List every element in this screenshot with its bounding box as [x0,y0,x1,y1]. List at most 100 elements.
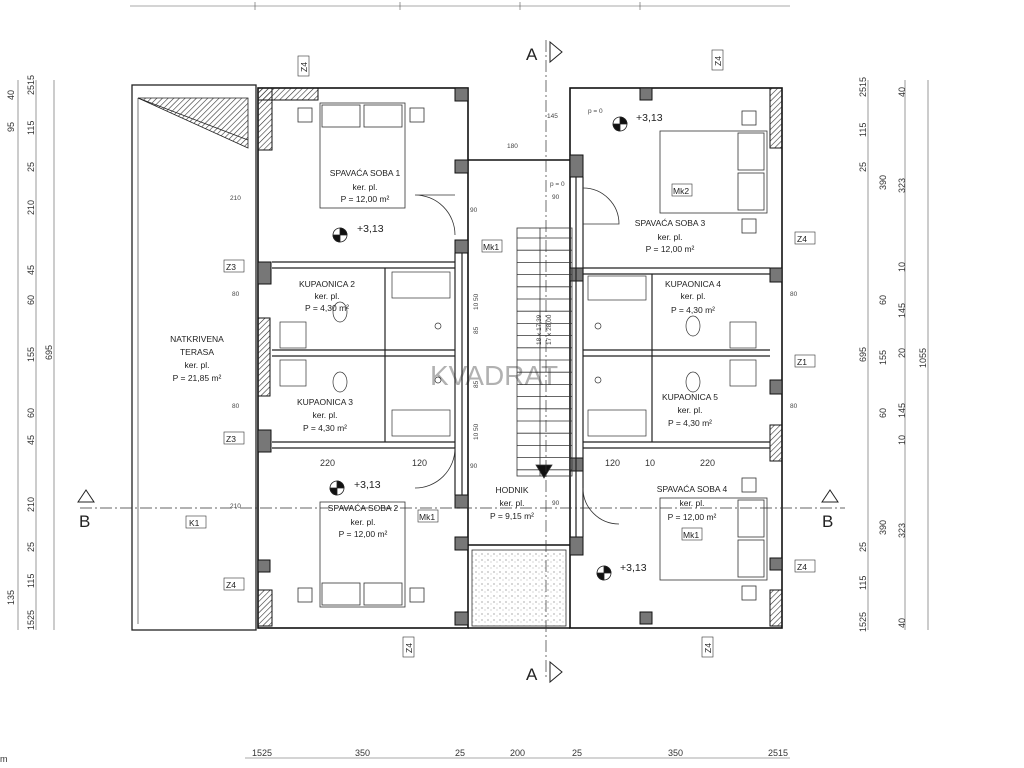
svg-text:Z4: Z4 [797,234,807,244]
svg-text:85: 85 [473,326,480,334]
svg-text:+3,13: +3,13 [636,112,663,124]
svg-text:210: 210 [230,195,241,202]
svg-text:Mk2: Mk2 [673,186,689,196]
svg-text:ker. pl.: ker. pl. [679,498,704,508]
svg-text:95: 95 [6,122,16,132]
svg-text:Z4: Z4 [299,62,309,72]
svg-text:ker. pl.: ker. pl. [657,232,682,242]
svg-text:210: 210 [26,200,36,215]
svg-text:10 50: 10 50 [473,293,480,310]
svg-text:80: 80 [790,403,798,410]
svg-text:210: 210 [26,497,36,512]
level-markers [329,116,628,581]
svg-text:ker. pl.: ker. pl. [184,360,209,370]
svg-text:10: 10 [645,458,655,468]
svg-text:1525: 1525 [858,612,868,632]
svg-text:85: 85 [473,380,480,388]
svg-text:TERASA: TERASA [180,347,214,357]
stair-spec-2: 17 x 28,00 [546,314,553,345]
svg-text:695: 695 [858,347,868,362]
svg-text:25: 25 [858,162,868,172]
svg-text:ker. pl.: ker. pl. [499,498,524,508]
columns [257,87,783,626]
section-arrow-b-left [77,489,95,503]
svg-text:1055: 1055 [918,348,928,368]
svg-text:90: 90 [552,194,560,201]
svg-text:1525: 1525 [26,610,36,630]
svg-text:p = 0: p = 0 [588,108,603,115]
room-name: SPAVAĆA SOBA 2 [328,503,399,513]
room-name: NATKRIVENA [170,334,224,344]
svg-text:25: 25 [26,162,36,172]
svg-text:210: 210 [230,503,241,510]
svg-text:200: 200 [510,748,525,758]
section-label-b-right: B [822,512,833,531]
balcony-floor [471,549,567,627]
bottom-dimensions: 1525 350 25 200 25 350 2515 [252,748,788,758]
svg-text:Z1: Z1 [797,357,807,367]
svg-text:90: 90 [470,463,478,470]
svg-text:40: 40 [897,618,907,628]
room-name: KUPAONICA 4 [665,279,721,289]
svg-text:323: 323 [897,178,907,193]
svg-text:+3,13: +3,13 [357,223,384,235]
unit-label: m [0,754,8,764]
staircase [516,227,573,479]
terrace-outline [131,84,257,631]
svg-text:Z4: Z4 [404,643,414,653]
opening-dimensions: 210 210 90 90 90 90 80 80 80 80 145 180 … [230,108,798,510]
svg-text:350: 350 [355,748,370,758]
svg-text:P = 12,00 m²: P = 12,00 m² [341,194,390,204]
svg-text:2515: 2515 [26,75,36,95]
svg-text:25: 25 [572,748,582,758]
svg-text:90: 90 [470,207,478,214]
svg-text:P = 12,00 m²: P = 12,00 m² [646,244,695,254]
svg-text:80: 80 [790,291,798,298]
svg-text:ker. pl.: ker. pl. [352,182,377,192]
bath-dimensions: 10 50 85 85 10 50 [473,293,480,440]
svg-text:60: 60 [26,295,36,305]
svg-text:+3,13: +3,13 [620,562,647,574]
svg-text:145: 145 [547,113,558,120]
room-name: SPAVAĆA SOBA 3 [635,218,706,228]
svg-text:2515: 2515 [768,748,788,758]
bathroom-fixtures [279,271,757,437]
svg-text:p = 0: p = 0 [550,181,565,188]
svg-text:10: 10 [897,435,907,445]
svg-text:180: 180 [507,143,518,150]
svg-text:115: 115 [26,574,36,588]
svg-text:P = 12,00 m²: P = 12,00 m² [668,512,717,522]
left-dimensions: 2515 40 95 115 25 210 45 60 155 695 60 4… [6,75,54,630]
svg-text:115: 115 [858,576,868,590]
svg-text:45: 45 [26,265,36,275]
svg-text:20: 20 [897,348,907,358]
svg-text:155: 155 [26,347,36,362]
svg-text:+3,13: +3,13 [354,479,381,491]
section-arrow-b-right [821,489,839,503]
svg-text:115: 115 [26,121,36,135]
section-label-b-left: B [79,512,90,531]
svg-text:10 50: 10 50 [473,423,480,440]
svg-text:P = 12,00 m²: P = 12,00 m² [339,529,388,539]
svg-text:Z4: Z4 [797,562,807,572]
walls [257,87,783,629]
svg-text:695: 695 [44,345,54,360]
doors [414,187,620,525]
partitions [272,177,770,537]
svg-text:80: 80 [232,403,240,410]
room-name: HODNIK [495,485,528,495]
svg-text:P = 4,30 m²: P = 4,30 m² [668,418,712,428]
svg-text:350: 350 [668,748,683,758]
svg-text:145: 145 [897,403,907,418]
stair-spec-1: 18 x 17,39 [536,314,543,345]
level-labels: +3,13 +3,13 +3,13 +3,13 [354,112,663,574]
dimension-rails [17,80,929,759]
svg-text:P = 4,30 m²: P = 4,30 m² [305,303,349,313]
svg-text:Mk1: Mk1 [483,242,499,252]
svg-text:ker. pl.: ker. pl. [680,291,705,301]
right-dimensions: 2515 40 115 25 390 323 10 60 145 20 155 … [858,77,928,632]
svg-text:60: 60 [878,408,888,418]
element-tags: Z4 Z4 Z3 Z3 Z4 Z4 Z1 Z4 Z4 Z4 K1 Mk1 Mk1… [185,49,816,658]
svg-text:2515: 2515 [858,77,868,97]
svg-text:ker. pl.: ker. pl. [312,410,337,420]
